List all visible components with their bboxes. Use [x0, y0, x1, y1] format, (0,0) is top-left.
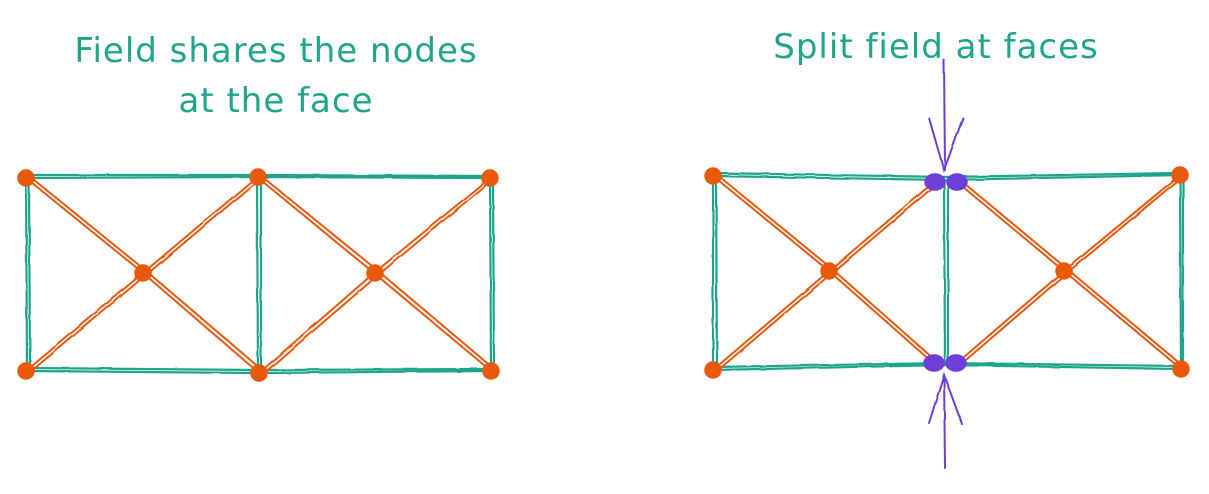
right-node-top-left	[704, 167, 722, 185]
left-node-bottom-middle	[250, 364, 268, 382]
top-arrow	[928, 59, 964, 174]
left-edge-left	[24, 176, 32, 373]
right-title: Split field at faces	[773, 27, 1098, 67]
left-edge-right	[488, 176, 496, 373]
left-node-top-right	[481, 169, 499, 187]
left-title-line-2: at the face	[179, 81, 374, 121]
left-mesh-edges	[24, 173, 496, 375]
right-mesh-edges	[711, 171, 1185, 372]
right-edge-left	[711, 174, 719, 372]
left-node-bottom-right	[482, 362, 500, 380]
left-title-line-1: Field shares the nodes	[74, 31, 477, 71]
right-edge-top	[711, 171, 1182, 182]
right-edge-middle	[942, 178, 950, 367]
split-node-top-left	[924, 173, 946, 191]
right-nodes	[704, 166, 1190, 379]
right-node-bottom-right	[1172, 360, 1190, 378]
right-panel: Split field at faces	[704, 27, 1190, 469]
right-node-center-1	[820, 262, 838, 280]
split-node-bottom-left	[923, 354, 945, 372]
left-node-top-middle	[249, 168, 267, 186]
left-diagonals	[25, 174, 494, 376]
split-node-bottom-right	[945, 354, 967, 372]
right-node-bottom-left	[704, 361, 722, 379]
right-node-center-2	[1055, 262, 1073, 280]
left-node-center-2	[366, 264, 384, 282]
left-node-bottom-left	[17, 362, 35, 380]
left-nodes	[17, 168, 500, 382]
left-node-center-1	[134, 264, 152, 282]
left-panel: Field shares the nodes at the face	[17, 31, 500, 382]
split-arrows	[928, 59, 964, 469]
left-node-top-left	[17, 169, 35, 187]
right-split-nodes	[923, 173, 968, 372]
split-node-top-right	[946, 173, 968, 191]
right-edge-right	[1178, 173, 1185, 371]
right-node-top-right	[1171, 166, 1189, 184]
bottom-arrow	[928, 371, 963, 469]
left-edge-middle	[255, 175, 263, 375]
